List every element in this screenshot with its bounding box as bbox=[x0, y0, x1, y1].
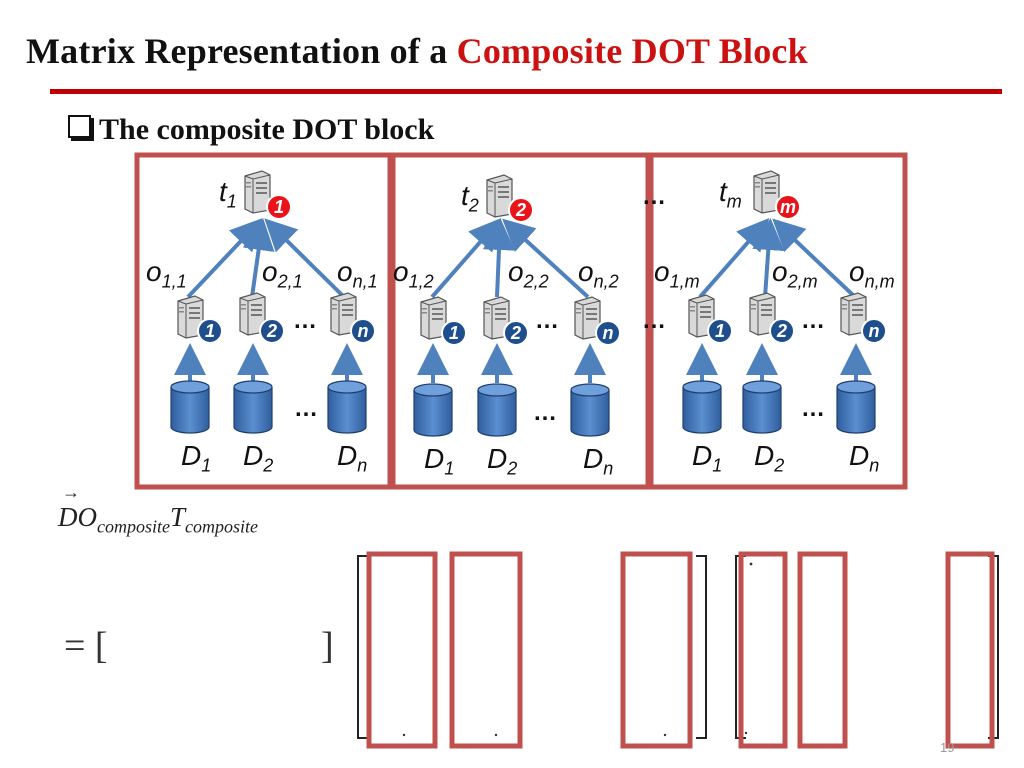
o-label-n-2: on,2 bbox=[578, 256, 619, 292]
node-badge-bm-1: 1 bbox=[707, 318, 733, 344]
o-label-1-1: o1,1 bbox=[146, 256, 187, 292]
top-node-badge-m: m bbox=[775, 194, 801, 220]
d-label-2-b2: D2 bbox=[487, 443, 518, 479]
ellipsis-data-b2: … bbox=[533, 399, 557, 426]
d-label-1-bm: D1 bbox=[692, 440, 723, 476]
o-label-1-m: o1,m bbox=[654, 256, 700, 292]
d-label-2-b1: D2 bbox=[243, 440, 274, 476]
d-label-1-b2: D1 bbox=[424, 443, 455, 479]
title-accent: Composite DOT Block bbox=[456, 31, 808, 71]
arrows-block-1 bbox=[174, 218, 363, 383]
bullet-item: The composite DOT block bbox=[68, 113, 434, 147]
o-label-1-2: o1,2 bbox=[393, 256, 434, 292]
top-node-badge-1: 1 bbox=[266, 194, 292, 220]
server-icon-b2-n bbox=[572, 296, 602, 340]
bullet-text: The composite DOT block bbox=[99, 113, 435, 146]
server-icon-b1-2 bbox=[237, 292, 267, 336]
database-icon-b2-n bbox=[570, 383, 610, 437]
t-label-2: t2 bbox=[461, 180, 479, 216]
database-icon-bm-1 bbox=[682, 380, 722, 434]
block-frame-m bbox=[648, 152, 908, 490]
arrows-block-2 bbox=[417, 217, 606, 383]
node-badge-b2-1: 1 bbox=[441, 320, 467, 346]
o-label-2-m: o2,m bbox=[772, 256, 818, 292]
equation-row: = [] bbox=[64, 625, 334, 667]
checkbox-bullet-icon bbox=[68, 115, 91, 138]
matrix-dots bbox=[402, 562, 753, 737]
ellipsis-data-bm: … bbox=[801, 395, 825, 422]
server-icon-b2-2 bbox=[481, 296, 511, 340]
node-badge-b2-2: 2 bbox=[503, 320, 529, 346]
node-badge-bm-n: n bbox=[861, 318, 887, 344]
formula-do-composite: D→OcompositeTcomposite bbox=[58, 482, 258, 537]
node-badge-b2-n: n bbox=[595, 320, 621, 346]
ellipsis-nodes-b1: … bbox=[293, 307, 317, 334]
database-icon-b1-1 bbox=[170, 380, 210, 434]
server-icon-b1-n bbox=[328, 292, 358, 336]
ellipsis-top: … bbox=[642, 183, 666, 210]
slide-title: Matrix Representation of a Composite DOT… bbox=[26, 30, 808, 72]
database-icon-b1-2 bbox=[233, 380, 273, 434]
d-label-n-b2: Dn bbox=[583, 443, 614, 479]
node-badge-b1-1: 1 bbox=[197, 318, 223, 344]
database-icon-bm-n bbox=[836, 380, 876, 434]
d-label-1-b1: D1 bbox=[181, 440, 212, 476]
arrows-block-m bbox=[686, 217, 872, 383]
block-frame-1 bbox=[134, 152, 393, 490]
database-icon-bm-2 bbox=[742, 380, 782, 434]
node-badge-bm-2: 2 bbox=[769, 318, 795, 344]
o-label-n-m: on,m bbox=[849, 256, 895, 292]
top-node-badge-2: 2 bbox=[508, 197, 534, 223]
node-badge-b1-n: n bbox=[350, 318, 376, 344]
node-badge-b1-2: 2 bbox=[259, 318, 285, 344]
d-label-n-b1: Dn bbox=[337, 440, 368, 476]
title-prefix: Matrix Representation of a bbox=[26, 31, 457, 71]
title-underline bbox=[50, 89, 1002, 94]
database-icon-b2-2 bbox=[477, 383, 517, 437]
d-label-2-bm: D2 bbox=[754, 440, 785, 476]
t-label-m: tm bbox=[719, 176, 742, 212]
ellipsis-nodes-b2: … bbox=[535, 307, 559, 334]
o-label-n-1: on,1 bbox=[337, 256, 378, 292]
o-label-2-2: o2,2 bbox=[508, 256, 549, 292]
server-icon-b1-1 bbox=[175, 295, 205, 339]
o-label-2-1: o2,1 bbox=[262, 256, 303, 292]
block-frame-2 bbox=[390, 152, 651, 490]
server-icon-top-bm bbox=[751, 170, 781, 214]
vector-arrow-icon: → bbox=[62, 482, 80, 502]
ellipsis-data-b1: … bbox=[294, 395, 318, 422]
page-number: 19 bbox=[940, 740, 955, 755]
server-icon-bm-2 bbox=[747, 292, 777, 336]
database-icon-b2-1 bbox=[413, 383, 453, 437]
ellipsis-nodes-bm: … bbox=[801, 307, 825, 334]
matrix-column-frames bbox=[366, 551, 995, 749]
d-label-n-bm: Dn bbox=[849, 440, 880, 476]
t-label-1: t1 bbox=[219, 176, 237, 212]
ellipsis-between-blocks: … bbox=[642, 307, 666, 334]
database-icon-b1-n bbox=[327, 380, 367, 434]
